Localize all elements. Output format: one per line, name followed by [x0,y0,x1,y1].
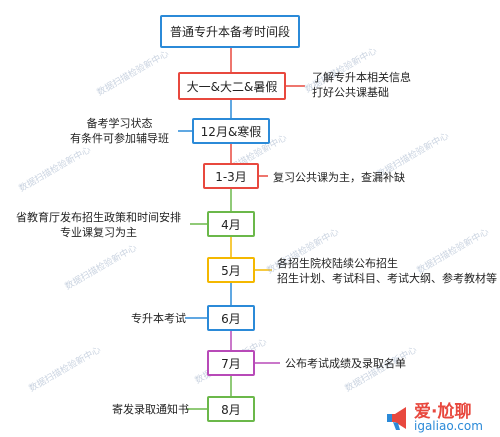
stage-box-freshman-sophomore: 大一&大二&暑假 [178,72,286,100]
timeline-branches [178,85,305,410]
logo-url: igaliao.com [414,419,483,433]
note-july: 公布考试成绩及录取名单 [285,357,406,370]
stage-box-june: 6月 [207,305,255,331]
stage-box-july: 7月 [207,350,255,376]
stage-box-april: 4月 [207,211,255,237]
megaphone-icon [387,407,406,430]
note-august: 寄发录取通知书 [112,403,189,416]
site-logo: 爱·尬聊 igaliao.com [384,397,500,437]
note-june: 专升本考试 [131,312,186,325]
note-april: 省教育厅发布招生政策和时间安排 专业课复习为主 [16,211,181,239]
note-freshman-sophomore: 了解专升本相关信息 打好公共课基础 [312,71,411,99]
note-jan-mar: 复习公共课为主，查漏补缺 [273,171,405,184]
stage-box-august: 8月 [207,396,255,422]
note-december: 备考学习状态 有条件可参加辅导班 [70,117,169,145]
logo-text: 爱·尬聊 [414,402,472,422]
stage-box-december: 12月&寒假 [192,118,270,144]
note-may: 各招生院校陆续公布招生 招生计划、考试科目、考试大纲、参考教材等 [277,257,497,285]
stage-box-may: 5月 [207,257,255,283]
stage-box-start: 普通专升本备考时间段 [160,15,300,48]
stage-box-jan-mar: 1-3月 [203,163,259,189]
